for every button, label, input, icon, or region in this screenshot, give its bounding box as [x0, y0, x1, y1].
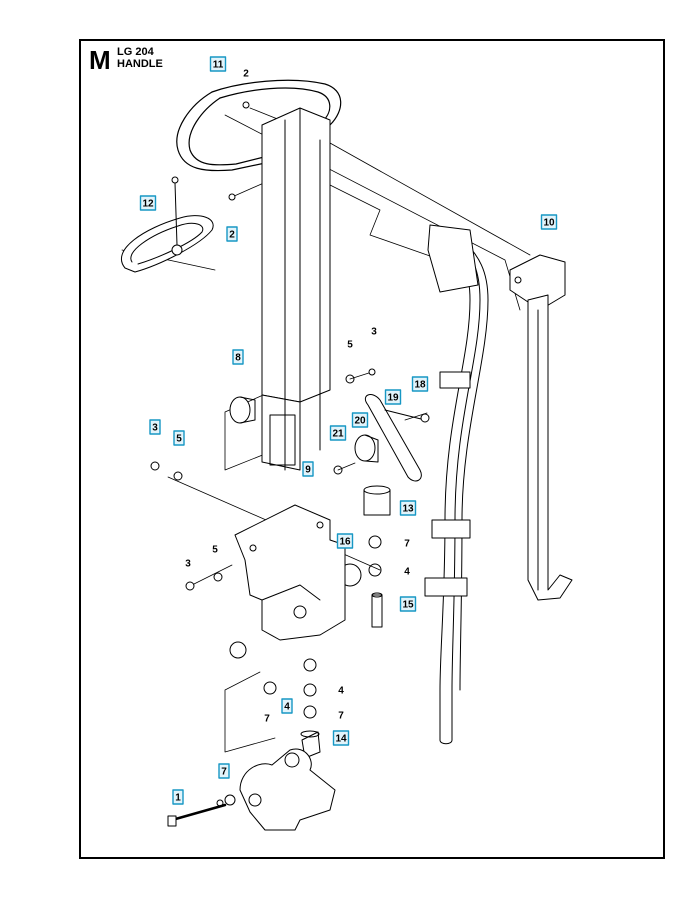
- callout-14: 14: [332, 730, 350, 746]
- callout-box: [399, 500, 417, 516]
- callout-box: [351, 412, 369, 428]
- callout-3: 3: [371, 327, 377, 338]
- callout-number: 4: [284, 702, 290, 713]
- callout-number: 3: [152, 423, 158, 434]
- callout-20: 20: [351, 412, 369, 428]
- callout-4: 4: [281, 698, 293, 714]
- callout-labels: 11 2 2 12 10 3 5 8 18 19 20 21 3 5 9 13 16 7 4 5 3 15 4 7 4 7 14 7 1: [139, 56, 558, 805]
- callout-number: 3: [371, 327, 377, 338]
- callout-number: 7: [404, 539, 410, 550]
- callout-number: 14: [335, 734, 347, 745]
- callout-box: [139, 195, 157, 211]
- callout-box: [329, 425, 347, 441]
- callout-number: 21: [332, 429, 344, 440]
- callout-box: [218, 763, 230, 779]
- callout-number: 20: [354, 416, 366, 427]
- callout-2: 2: [243, 69, 249, 80]
- callout-13: 13: [399, 500, 417, 516]
- callout-box: [226, 226, 238, 242]
- callout-box: [149, 419, 161, 435]
- callout-number: 9: [305, 465, 311, 476]
- callout-number: 7: [264, 714, 270, 725]
- callout-7: 7: [404, 539, 410, 550]
- callout-3: 3: [185, 559, 191, 570]
- guard-part-12: [120, 182, 214, 273]
- callout-number: 7: [338, 711, 344, 722]
- callout-3: 3: [149, 419, 161, 435]
- pin-part-15: [371, 592, 383, 628]
- callout-5: 5: [173, 430, 185, 446]
- callout-box: [281, 698, 293, 714]
- callout-16: 16: [336, 533, 354, 549]
- callout-4: 4: [338, 686, 344, 697]
- callout-5: 5: [347, 340, 353, 351]
- section-letter: M: [89, 45, 111, 75]
- callout-11: 11: [209, 56, 227, 72]
- fasteners: [150, 101, 430, 827]
- mounting-bracket-part-9: [234, 504, 346, 641]
- callout-number: 3: [185, 559, 191, 570]
- callout-box: [399, 596, 417, 612]
- callout-box: [173, 430, 185, 446]
- callout-2: 2: [226, 226, 238, 242]
- callout-box: [540, 214, 558, 230]
- callout-box: [172, 789, 184, 805]
- callout-box: [302, 461, 314, 477]
- callout-7: 7: [338, 711, 344, 722]
- callout-5: 5: [212, 545, 218, 556]
- callout-box: [232, 349, 244, 365]
- diagram-title: HANDLE: [117, 58, 163, 70]
- callout-number: 2: [229, 230, 235, 241]
- pivot-base: [229, 641, 336, 831]
- model-name: LG 204: [117, 46, 154, 58]
- rubber-buffer-part-8: [229, 396, 256, 424]
- callout-number: 11: [213, 60, 224, 71]
- callout-1: 1: [172, 789, 184, 805]
- right-bracket-part-10: [509, 254, 573, 601]
- callout-12: 12: [139, 195, 157, 211]
- callout-number: 5: [176, 434, 182, 445]
- callout-number: 5: [212, 545, 218, 556]
- lever-part-19: [364, 394, 426, 482]
- knob-part-20: [354, 434, 379, 463]
- callout-7: 7: [218, 763, 230, 779]
- callout-number: 15: [402, 600, 414, 611]
- control-cables: [424, 224, 489, 745]
- callout-19: 19: [384, 389, 402, 405]
- callout-8: 8: [232, 349, 244, 365]
- callout-number: 18: [414, 380, 426, 391]
- callout-4: 4: [404, 567, 410, 578]
- diagram-frame: [79, 39, 665, 859]
- callout-box: [209, 56, 227, 72]
- callout-number: 2: [243, 69, 249, 80]
- callout-box: [336, 533, 354, 549]
- callout-number: 13: [402, 504, 414, 515]
- callout-box: [411, 376, 429, 392]
- callout-21: 21: [329, 425, 347, 441]
- callout-number: 1: [175, 793, 181, 804]
- callout-18: 18: [411, 376, 429, 392]
- callout-9: 9: [302, 461, 314, 477]
- callout-number: 7: [221, 767, 227, 778]
- callout-number: 8: [235, 353, 241, 364]
- callout-number: 16: [339, 537, 351, 548]
- callout-7: 7: [264, 714, 270, 725]
- callout-number: 10: [543, 218, 555, 229]
- callout-15: 15: [399, 596, 417, 612]
- callout-number: 4: [338, 686, 344, 697]
- callout-box: [332, 730, 350, 746]
- callout-number: 19: [387, 393, 399, 404]
- callout-10: 10: [540, 214, 558, 230]
- callout-number: 5: [347, 340, 353, 351]
- callout-number: 12: [142, 199, 154, 210]
- callout-number: 4: [404, 567, 410, 578]
- stop-part-13: [363, 485, 391, 516]
- callout-box: [384, 389, 402, 405]
- handle-column: [261, 107, 331, 471]
